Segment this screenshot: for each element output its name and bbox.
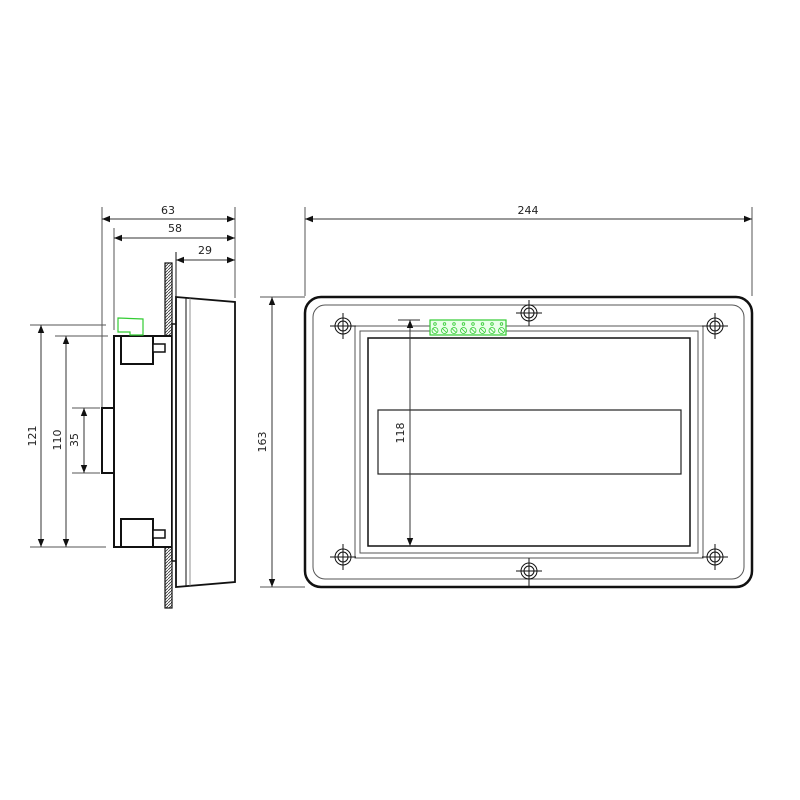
- rear-tab: [101, 407, 115, 474]
- hole-top-right: [702, 313, 728, 339]
- dim-118: 118: [394, 423, 407, 444]
- hole-bottom-center: [516, 558, 542, 586]
- dim-63: 63: [161, 204, 175, 217]
- dim-35: 35: [68, 433, 81, 447]
- dim-121: 121: [26, 426, 39, 447]
- rear-body: [113, 335, 173, 548]
- hole-top-center: [516, 300, 542, 326]
- terminal-block: [429, 319, 507, 336]
- dim-244: 244: [518, 204, 539, 217]
- side-view: 63 58 29 121 110 35: [26, 204, 236, 609]
- hole-top-left: [330, 313, 356, 339]
- lcd-display: [377, 409, 682, 475]
- dim-58: 58: [168, 222, 182, 235]
- hole-bottom-right: [702, 544, 728, 570]
- front-housing: [303, 295, 754, 589]
- terminal-block-side: [117, 317, 144, 336]
- dim-110: 110: [51, 430, 64, 451]
- dim-163: 163: [256, 432, 269, 453]
- mounting-holes: [330, 300, 728, 586]
- front-view: 244 163 118: [256, 204, 754, 589]
- dim-29: 29: [198, 244, 212, 257]
- front-bezel-side: [175, 296, 236, 588]
- hole-bottom-left: [330, 544, 356, 570]
- display-window: [367, 337, 691, 547]
